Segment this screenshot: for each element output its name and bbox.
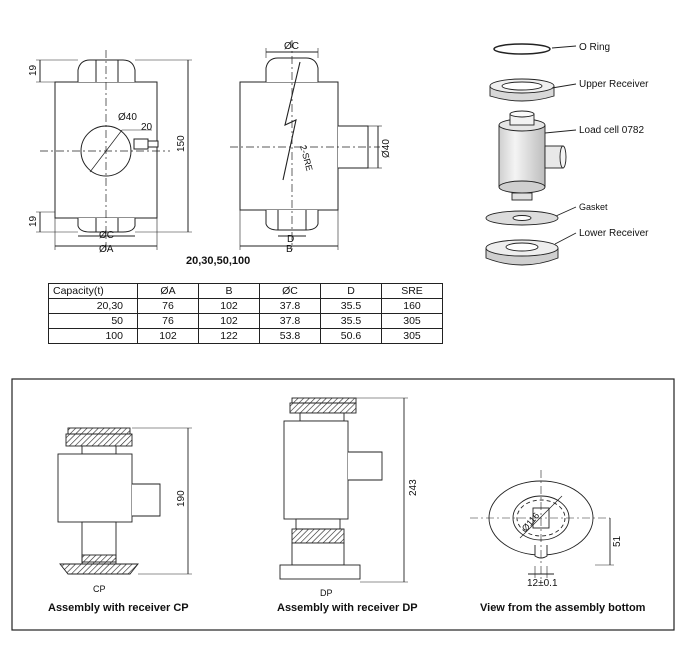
table-cell: 102	[137, 328, 199, 344]
bottom-dim-slot: 12±0.1	[527, 578, 558, 589]
load-cell-part	[498, 110, 567, 201]
col-header-capacity: Capacity(t)	[48, 283, 138, 299]
side-view	[230, 40, 382, 250]
front-dim-offset: 20	[141, 122, 153, 133]
table-cell: 76	[137, 313, 199, 329]
table-cell: 53.8	[259, 328, 321, 344]
front-view	[36, 50, 192, 250]
side-dim-d: D	[287, 234, 294, 245]
front-dim-height: 150	[176, 135, 187, 152]
table-cell: 102	[198, 298, 260, 314]
col-header-a: ØA	[137, 283, 199, 299]
assembly-cp	[57, 427, 192, 575]
col-header-d: D	[320, 283, 382, 299]
dp-caption: Assembly with receiver DP	[277, 602, 418, 614]
table-cell: 305	[381, 313, 443, 329]
part-label-load-cell: Load cell 0782	[579, 125, 644, 136]
table-cell: 305	[381, 328, 443, 344]
bottom-dim-dia: Ø116	[520, 510, 541, 533]
part-label-lower-receiver: Lower Receiver	[579, 228, 649, 239]
side-dim-c: ØC	[284, 41, 299, 52]
table-cell: 50	[48, 313, 138, 329]
table-cell: 76	[137, 298, 199, 314]
front-dim-hole: Ø40	[118, 112, 137, 123]
front-dim-top: 19	[28, 64, 39, 76]
col-header-c: ØC	[259, 283, 321, 299]
table-cell: 35.5	[320, 313, 382, 329]
front-dim-c: ØC	[99, 230, 114, 241]
table-cell: 37.8	[259, 298, 321, 314]
assembly-panel-frame	[11, 378, 675, 631]
bottom-caption: View from the assembly bottom	[480, 602, 646, 614]
table-cell: 20,30	[48, 298, 138, 314]
side-dim-b: B	[286, 244, 293, 255]
dp-dim-height: 243	[408, 479, 419, 496]
col-header-sre: SRE	[381, 283, 443, 299]
table-cell: 122	[198, 328, 260, 344]
dp-tag: DP	[320, 588, 333, 598]
spec-table-header: Capacity(t) ØA B ØC D SRE	[48, 283, 443, 299]
table-cell: 100	[48, 328, 138, 344]
exploded-view	[485, 43, 577, 266]
part-label-gasket: Gasket	[579, 202, 608, 212]
bottom-dim-side: 51	[612, 535, 623, 547]
assembly-bottom-view	[470, 470, 614, 580]
table-row: 100 102 122 53.8 50.6 305	[48, 328, 443, 344]
cp-dim-height: 190	[176, 490, 187, 507]
table-cell: 50.6	[320, 328, 382, 344]
table-cell: 35.5	[320, 298, 382, 314]
col-header-b: B	[198, 283, 260, 299]
assembly-dp	[279, 397, 408, 583]
part-label-upper-receiver: Upper Receiver	[579, 79, 649, 90]
cp-tag: CP	[93, 584, 106, 594]
table-cell: 37.8	[259, 313, 321, 329]
upper-receiver-part	[489, 78, 555, 102]
capacities-caption: 20,30,50,100	[186, 255, 250, 267]
side-dim-boss: Ø40	[381, 139, 392, 158]
gasket-part	[485, 210, 559, 226]
o-ring-part	[493, 43, 551, 55]
table-row: 50 76 102 37.8 35.5 305	[48, 313, 443, 329]
cp-caption: Assembly with receiver CP	[48, 602, 189, 614]
table-row: 20,30 76 102 37.8 35.5 160	[48, 298, 443, 314]
front-dim-a: ØA	[99, 244, 114, 255]
spec-table: Capacity(t) ØA B ØC D SRE 20,30 76 102 3…	[48, 283, 443, 344]
front-dim-bottom: 19	[28, 215, 39, 227]
lower-receiver-part	[485, 239, 559, 266]
part-label-o-ring: O Ring	[579, 42, 610, 53]
table-cell: 102	[198, 313, 260, 329]
table-cell: 160	[381, 298, 443, 314]
